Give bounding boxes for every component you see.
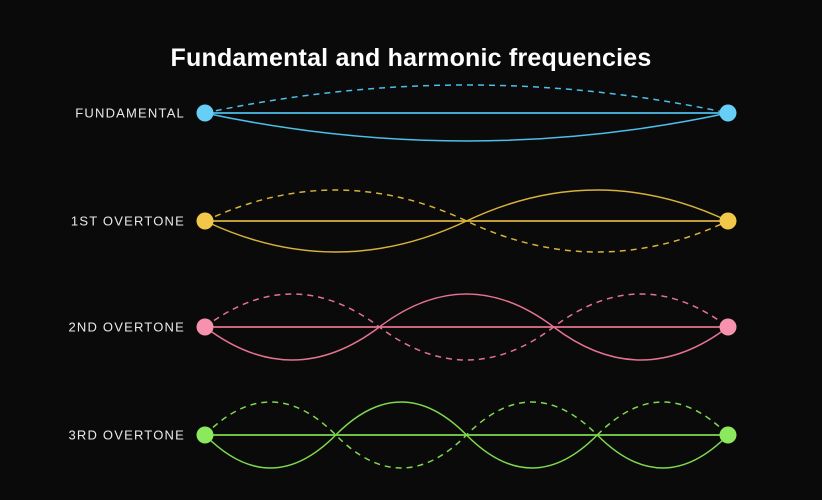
- wave-dashed-curve: [204, 84, 729, 114]
- wave-left-node-dot: [196, 426, 214, 444]
- standing-wave-figure: [196, 293, 737, 361]
- wave-label: FUNDAMENTAL: [75, 105, 185, 121]
- wave-label: 3RD OVERTONE: [68, 427, 185, 443]
- wave-left-node-dot: [196, 212, 214, 230]
- page-title: Fundamental and harmonic frequencies: [170, 43, 652, 72]
- wave-dashed-curve: [204, 401, 729, 469]
- standing-wave-figure: [196, 189, 737, 253]
- wave-solid-curve: [204, 293, 729, 361]
- wave-right-node-dot: [719, 318, 737, 336]
- wave-row: 3RD OVERTONE: [0, 390, 822, 480]
- wave-dashed-curve: [204, 189, 729, 253]
- wave-solid-curve: [204, 189, 729, 253]
- wave-label: 2ND OVERTONE: [68, 319, 185, 335]
- wave-left-node-dot: [196, 318, 214, 336]
- wave-dashed-curve: [204, 293, 729, 361]
- wave-row: 2ND OVERTONE: [0, 282, 822, 372]
- wave-right-node-dot: [719, 104, 737, 122]
- wave-right-node-dot: [719, 426, 737, 444]
- wave-solid-curve: [204, 112, 729, 142]
- wave-left-node-dot: [196, 104, 214, 122]
- wave-label: 1ST OVERTONE: [70, 213, 185, 229]
- standing-wave-figure: [196, 401, 737, 469]
- wave-right-node-dot: [719, 212, 737, 230]
- wave-row: FUNDAMENTAL: [0, 68, 822, 158]
- wave-row: 1ST OVERTONE: [0, 176, 822, 266]
- standing-wave-figure: [196, 84, 737, 142]
